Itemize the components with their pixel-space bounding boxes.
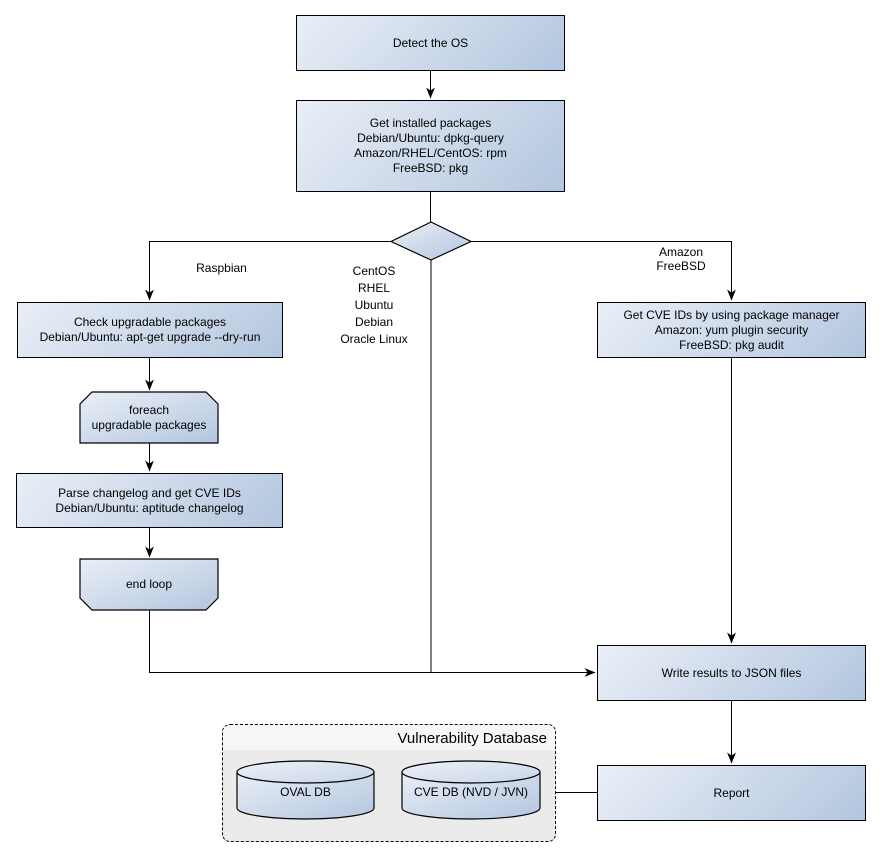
- node-line: Debian/Ubuntu: dpkg-query: [357, 131, 504, 145]
- node-line: foreach: [128, 402, 170, 417]
- node-report-label: Report: [713, 785, 750, 800]
- node-write-results: Write results to JSON files: [597, 645, 866, 701]
- branch-label-line: Debian: [354, 315, 394, 329]
- node-check-upgradable-packages: Check upgradable packages Debian/Ubuntu:…: [17, 302, 283, 358]
- node-line: Amazon: yum plugin security: [654, 322, 809, 337]
- node-line: FreeBSD: pkg audit: [679, 337, 784, 352]
- branch-label-raspbian: Raspbian: [196, 261, 247, 275]
- node-report: Report: [597, 765, 866, 821]
- node-get-cve-ids: Get CVE IDs by using package manager Ama…: [597, 302, 866, 358]
- loop-end-label: end loop: [125, 577, 173, 591]
- node-line: Get CVE IDs by using package manager: [623, 307, 840, 322]
- branch-label-line: RHEL: [357, 281, 390, 295]
- branch-label-os-group: CentOS RHEL Ubuntu Debian Oracle Linux: [324, 263, 424, 348]
- branch-label-line: Oracle Linux: [340, 332, 408, 346]
- vulnerability-database-title: Vulnerability Database: [223, 725, 555, 750]
- branch-label-line: Ubuntu: [354, 298, 394, 312]
- node-line: Debian/Ubuntu: apt-get upgrade --dry-run: [39, 330, 261, 344]
- loop-end-shape: [79, 558, 219, 611]
- node-get-installed-packages: Get installed packages Debian/Ubuntu: dp…: [296, 100, 565, 192]
- node-write-results-label: Write results to JSON files: [661, 665, 802, 680]
- node-line: FreeBSD: pkg: [392, 161, 469, 175]
- node-line: Check upgradable packages: [73, 315, 227, 329]
- branch-label-line: FreeBSD: [656, 259, 706, 273]
- node-line: Debian/Ubuntu: aptitude changelog: [55, 500, 244, 515]
- node-detect-os: Detect the OS: [296, 15, 565, 71]
- loop-start-shape: [79, 391, 219, 444]
- branch-label-amazon-freebsd: Amazon FreeBSD: [640, 245, 722, 273]
- branch-label-line: CentOS: [352, 264, 396, 278]
- node-line: Amazon/RHEL/CentOS: rpm: [354, 146, 507, 160]
- edge-decision-to-json: [430, 260, 596, 677]
- edge-endloop-to-json: [149, 610, 595, 673]
- node-line: upgradable packages: [91, 417, 207, 432]
- branch-label-line: Amazon: [658, 245, 704, 259]
- node-parse-changelog: Parse changelog and get CVE IDs Debian/U…: [16, 473, 283, 528]
- loop-start-label: foreach upgradable packages: [80, 392, 218, 443]
- vulnerability-database-container: Vulnerability Database: [222, 724, 556, 842]
- node-line: Get installed packages: [369, 116, 492, 130]
- decision-diamond: [389, 221, 473, 261]
- node-line: Parse changelog and get CVE IDs: [58, 485, 241, 500]
- node-detect-os-label: Detect the OS: [392, 35, 469, 50]
